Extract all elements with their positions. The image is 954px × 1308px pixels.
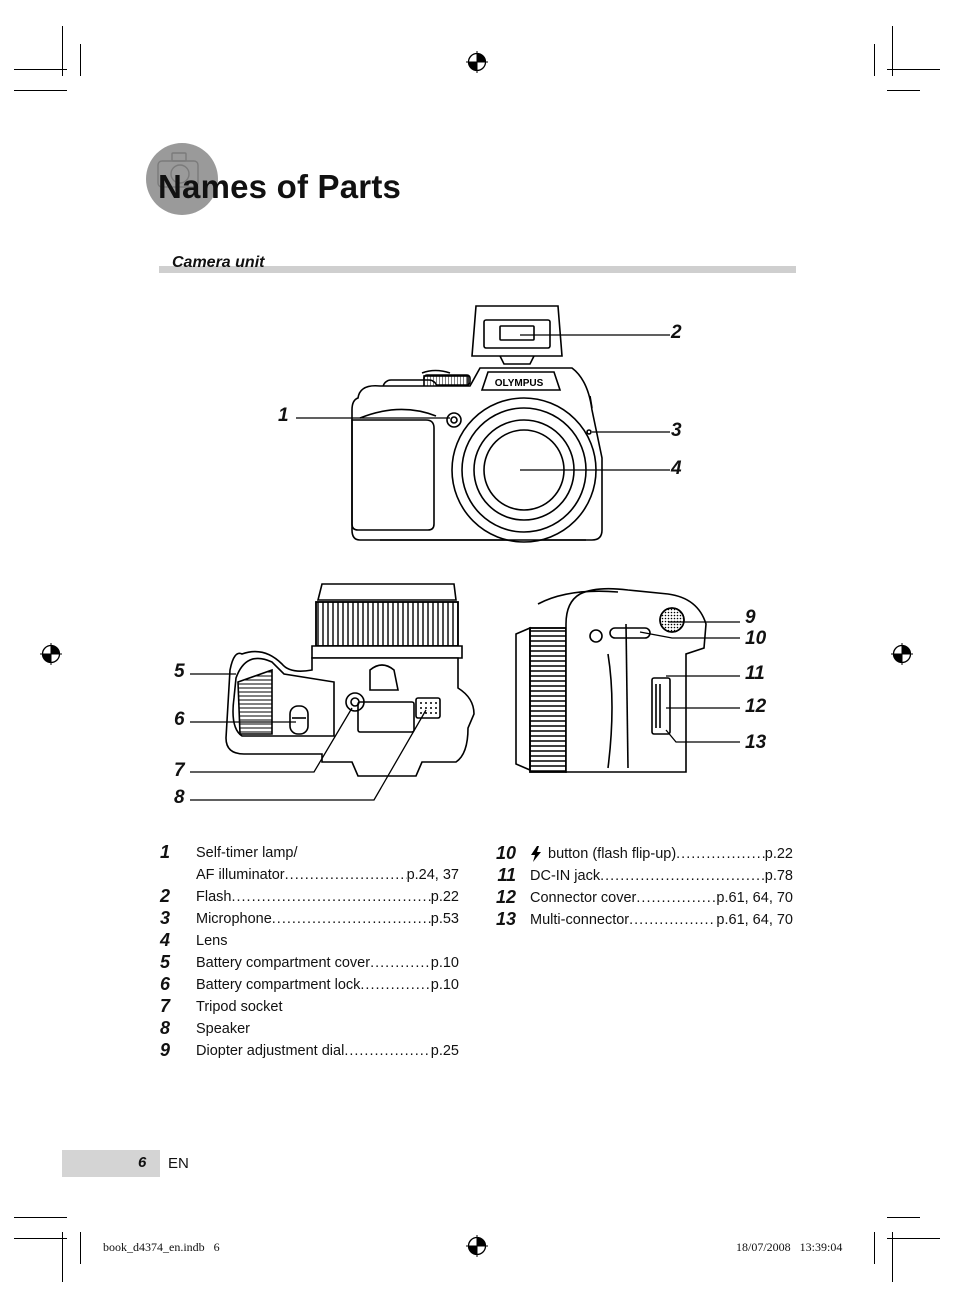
part-label: button (flash flip-up)p.22 bbox=[530, 846, 793, 862]
page-title: Names of Parts bbox=[158, 168, 402, 205]
callout-2: 2 bbox=[671, 322, 682, 343]
part-label: Tripod socket bbox=[196, 999, 283, 1015]
callout-3: 3 bbox=[671, 420, 682, 441]
page-reference: p.24, 37 bbox=[406, 867, 459, 883]
part-number: 7 bbox=[159, 996, 170, 1016]
callout-9: 9 bbox=[745, 607, 756, 628]
part-number: 11 bbox=[497, 865, 516, 885]
part-number: 6 bbox=[159, 974, 170, 994]
page-reference: p.61, 64, 70 bbox=[716, 912, 793, 928]
registration-mark-icon bbox=[466, 1235, 488, 1257]
page-language: EN bbox=[168, 1155, 189, 1172]
page-reference: p.25 bbox=[430, 1043, 459, 1059]
section-heading: Camera unit bbox=[172, 254, 265, 271]
print-slug-timestamp: 18/07/2008 13:39:04 bbox=[736, 1240, 843, 1254]
page-reference: p.22 bbox=[430, 889, 459, 905]
part-label: DC-IN jackp.78 bbox=[530, 868, 793, 884]
callout-5: 5 bbox=[174, 661, 185, 682]
callout-12: 12 bbox=[745, 696, 767, 717]
part-label: Connector coverp.61, 64, 70 bbox=[530, 890, 793, 906]
part-number: 13 bbox=[495, 909, 516, 929]
title-decoration bbox=[146, 143, 218, 215]
page-reference: p.61, 64, 70 bbox=[716, 890, 793, 906]
flash-icon bbox=[531, 846, 541, 862]
callout-8: 8 bbox=[174, 787, 185, 808]
print-slug-file: book_d4374_en.indb 6 bbox=[103, 1240, 220, 1254]
part-number: 4 bbox=[159, 930, 170, 950]
part-label: Self-timer lamp/ bbox=[196, 845, 298, 861]
part-number: 1 bbox=[159, 842, 170, 862]
part-number: 9 bbox=[159, 1040, 170, 1060]
part-label: Diopter adjustment dialp.25 bbox=[196, 1043, 459, 1059]
part-label: Multi-connectorp.61, 64, 70 bbox=[530, 912, 793, 928]
part-number: 10 bbox=[495, 843, 516, 863]
page-number-bar bbox=[62, 1150, 160, 1177]
part-label: Flashp.22 bbox=[196, 889, 459, 905]
registration-mark-icon bbox=[466, 51, 488, 73]
part-label: Battery compartment lockp.10 bbox=[196, 977, 459, 993]
section-rule bbox=[159, 266, 796, 273]
callout-7: 7 bbox=[174, 760, 185, 781]
camera-brand-label: OLYMPUS bbox=[495, 378, 544, 389]
page-reference: p.22 bbox=[764, 846, 793, 862]
page-number: 6 bbox=[138, 1154, 147, 1171]
camera-side-illustration bbox=[515, 587, 707, 773]
callout-13: 13 bbox=[745, 732, 767, 753]
camera-silhouette-icon bbox=[157, 152, 199, 188]
part-number: 3 bbox=[159, 908, 170, 928]
page-reference: p.78 bbox=[764, 868, 793, 884]
part-number: 8 bbox=[159, 1018, 170, 1038]
page-reference: p.53 bbox=[430, 911, 459, 927]
page-reference: p.10 bbox=[430, 977, 459, 993]
callout-10: 10 bbox=[745, 628, 767, 649]
page-reference: p.10 bbox=[430, 955, 459, 971]
callout-11: 11 bbox=[745, 663, 765, 684]
camera-bottom-illustration bbox=[225, 583, 475, 777]
registration-mark-icon bbox=[40, 643, 62, 665]
part-label: Battery compartment coverp.10 bbox=[196, 955, 459, 971]
part-number: 12 bbox=[495, 887, 516, 907]
callout-1: 1 bbox=[278, 405, 289, 426]
part-label: AF illuminatorp.24, 37 bbox=[196, 867, 459, 883]
part-number: 5 bbox=[159, 952, 170, 972]
callout-4: 4 bbox=[671, 458, 682, 479]
registration-mark-icon bbox=[891, 643, 913, 665]
part-number: 2 bbox=[159, 886, 170, 906]
part-label: Lens bbox=[196, 933, 228, 949]
part-label: Microphonep.53 bbox=[196, 911, 459, 927]
callout-6: 6 bbox=[174, 709, 185, 730]
part-label: Speaker bbox=[196, 1021, 251, 1037]
